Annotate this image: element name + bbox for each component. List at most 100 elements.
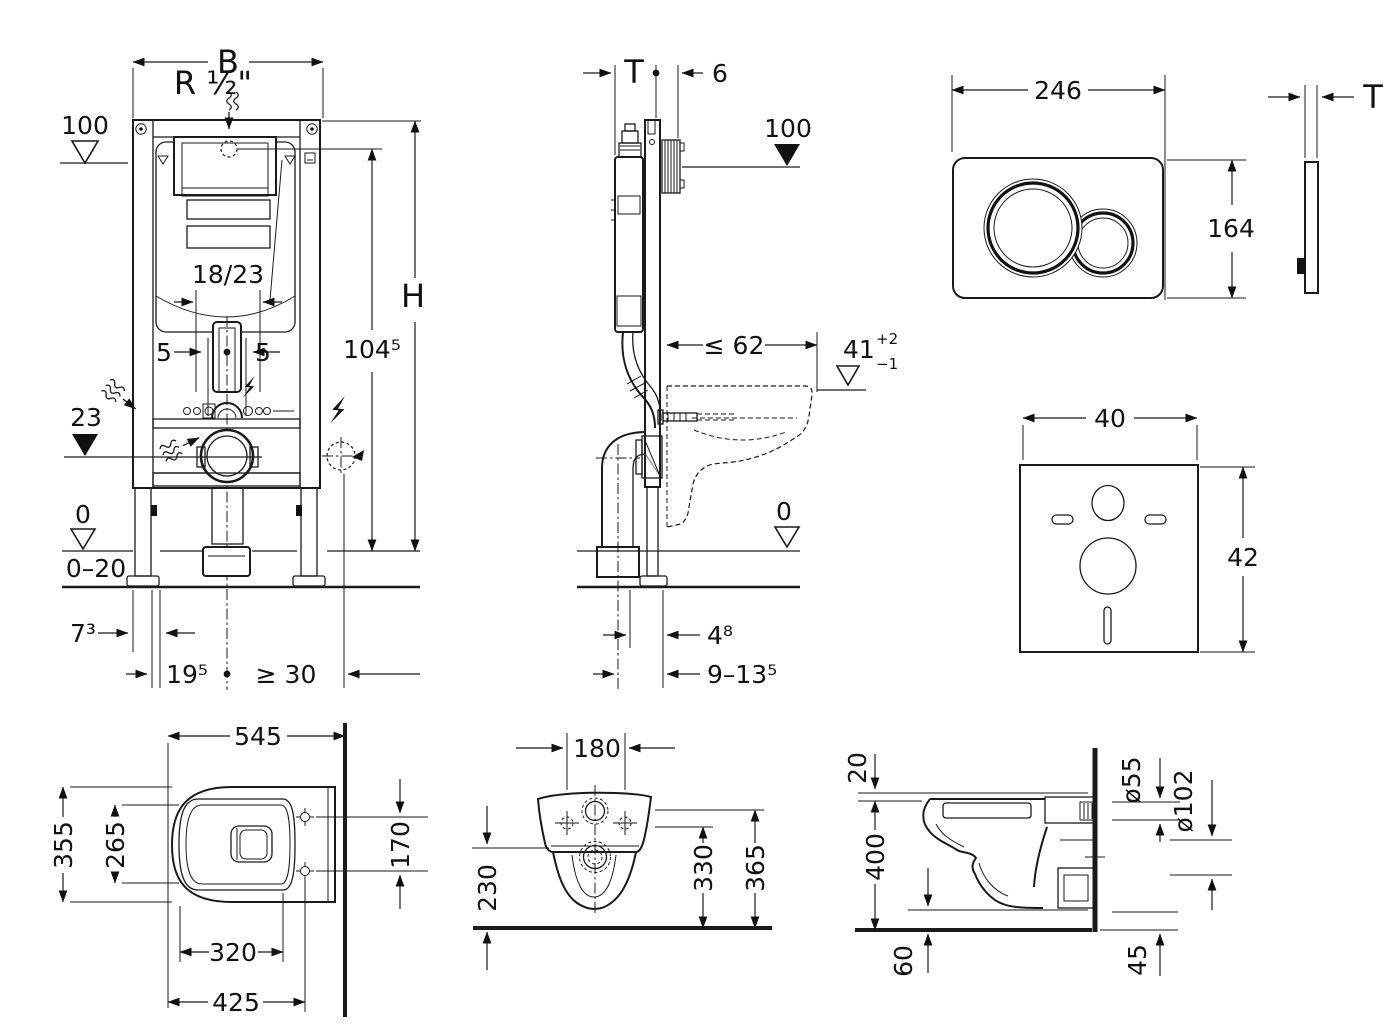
screw-icon [135,123,318,135]
dim-20-label: 20 [843,752,872,784]
level-marker-open-icon [70,140,100,165]
water-supply-arrow-icon [224,91,239,130]
dim-h-label: H [401,277,425,315]
dim-41-label: 41 [843,335,875,364]
dim-104-label: 104⁵ [343,335,401,364]
wc-rear-bowl-outline [552,851,637,911]
flush-button-large-icon [983,178,1083,278]
fill-valve-icon [618,123,642,158]
dim-164: 164 [1167,159,1255,299]
dim-d55: ø55 [1117,756,1165,842]
dim-60: 60 [889,868,933,977]
level-marker-open-icon [69,528,97,551]
dim-20: 20 [843,752,880,790]
pad-body [1019,464,1199,653]
electrical-connection-icon [330,396,345,424]
level-marker-filled-icon [72,434,98,456]
dim-104: 104⁵ [237,148,401,552]
dim-45-label: 45 [1123,944,1152,976]
dim-164-label: 164 [1207,214,1255,243]
dim-355: 355 [49,786,172,903]
level-marker-23: 23 [70,403,102,456]
dim-41: 41 +2 −1 [817,330,898,391]
dim-400: 400 [861,800,890,931]
dim-60-label: 60 [889,945,918,977]
dim-40-label: 40 [1094,404,1126,433]
dim-425: 425 [167,878,306,1017]
dim-19-label: 19⁵ [166,660,208,689]
frame-front-view: B R ½" 100 18/23 5 5 23 0 0–20 H 104⁵ 7³ [60,43,425,690]
water-level-mark-icon [157,152,316,165]
dim-545-label: 545 [234,722,282,751]
level-marker-open-icon [773,526,801,549]
dim-t-plate-label: T [1362,78,1383,116]
dim-365: 365 [741,809,770,929]
level-marker-100-side: 100 [682,114,812,168]
dim-d55-label: ø55 [1117,756,1146,803]
wc-rear-upper-outline [536,791,653,853]
dim-62: ≤ 62 [666,331,818,392]
wc-dashed-outline [666,385,813,528]
level-23-label: 23 [70,403,102,432]
wc-seat-outline [178,798,296,891]
dim-b-label: B [217,43,239,81]
level-100-side-label: 100 [764,114,812,143]
wc-body-outline [170,786,336,903]
flush-plate-profile [1304,161,1319,294]
dim-265-label: 265 [101,821,130,869]
mounting-point-icon [555,811,637,835]
dim-230-label: 230 [473,864,502,912]
dim-40: 40 [1022,404,1198,433]
dim-d102-label: ø102 [1169,769,1198,832]
dim-7-3: 7³ [70,590,195,688]
level-100-label: 100 [61,111,109,140]
floor-range-label: 0–20 [66,554,126,583]
toilet-side-view: 20 400 60 ø55 ø102 45 [843,748,1232,977]
frame-side-view: T 6 100 ≤ 62 41 +2 −1 0 4⁸ 9–13⁵ [577,53,898,690]
flush-plate-section [661,139,685,194]
dim-min30-label: ≥ 30 [256,660,317,689]
level-marker-100: 100 [61,111,109,165]
dim-320: 320 [179,893,284,967]
dim-170: 170 [316,779,428,909]
dim-330: 330 [689,826,718,929]
dim-4-8-label: 4⁸ [707,621,733,650]
wc-side-profile [922,796,1105,909]
flush-plate-side-view: T [1268,78,1383,294]
plate-clip-icon [1297,258,1306,274]
dim-h: H [322,120,425,552]
dim-42: 42 [1200,466,1259,653]
dim-545: 545 [167,722,346,751]
dim-425-label: 425 [212,988,260,1017]
dim-42-label: 42 [1227,543,1259,572]
dim-41-tol-up: +2 [876,330,898,348]
dim-246-label: 246 [1034,76,1082,105]
dim-400-label: 400 [861,833,890,881]
tank-size-label: 18/23 [192,260,264,289]
dim-5-right-label: 5 [255,338,271,367]
level-marker-open-icon [835,365,861,387]
dim-9-13-label: 9–13⁵ [707,660,777,689]
level-0-label: 0 [75,500,91,529]
dim-355-label: 355 [49,821,78,869]
sound-insulation-pad-view: 40 42 [1019,404,1259,653]
inlet-hole-icon [581,797,609,825]
toilet-rear-view: 180 230 330 365 [472,733,772,970]
electrical-connection-icon [243,376,255,398]
dim-6-label: 6 [712,59,728,88]
dim-7-3-label: 7³ [70,619,96,648]
dim-180: 180 [516,734,675,763]
dim-365-label: 365 [741,844,770,892]
dim-d102: ø102 [1169,769,1217,910]
dim-9-13: 9–13⁵ [593,660,777,689]
dim-t-6: T 6 [583,53,728,155]
water-supply-arrow-icon [101,378,137,410]
dim-170-label: 170 [386,821,415,869]
level-marker-filled-icon [774,144,800,166]
electrical-outlet-icon [322,437,364,475]
outlet-hole-icon [579,841,611,873]
water-supply-arrow-icon [159,437,200,462]
flush-plate-front-view: 246 164 [951,75,1255,300]
